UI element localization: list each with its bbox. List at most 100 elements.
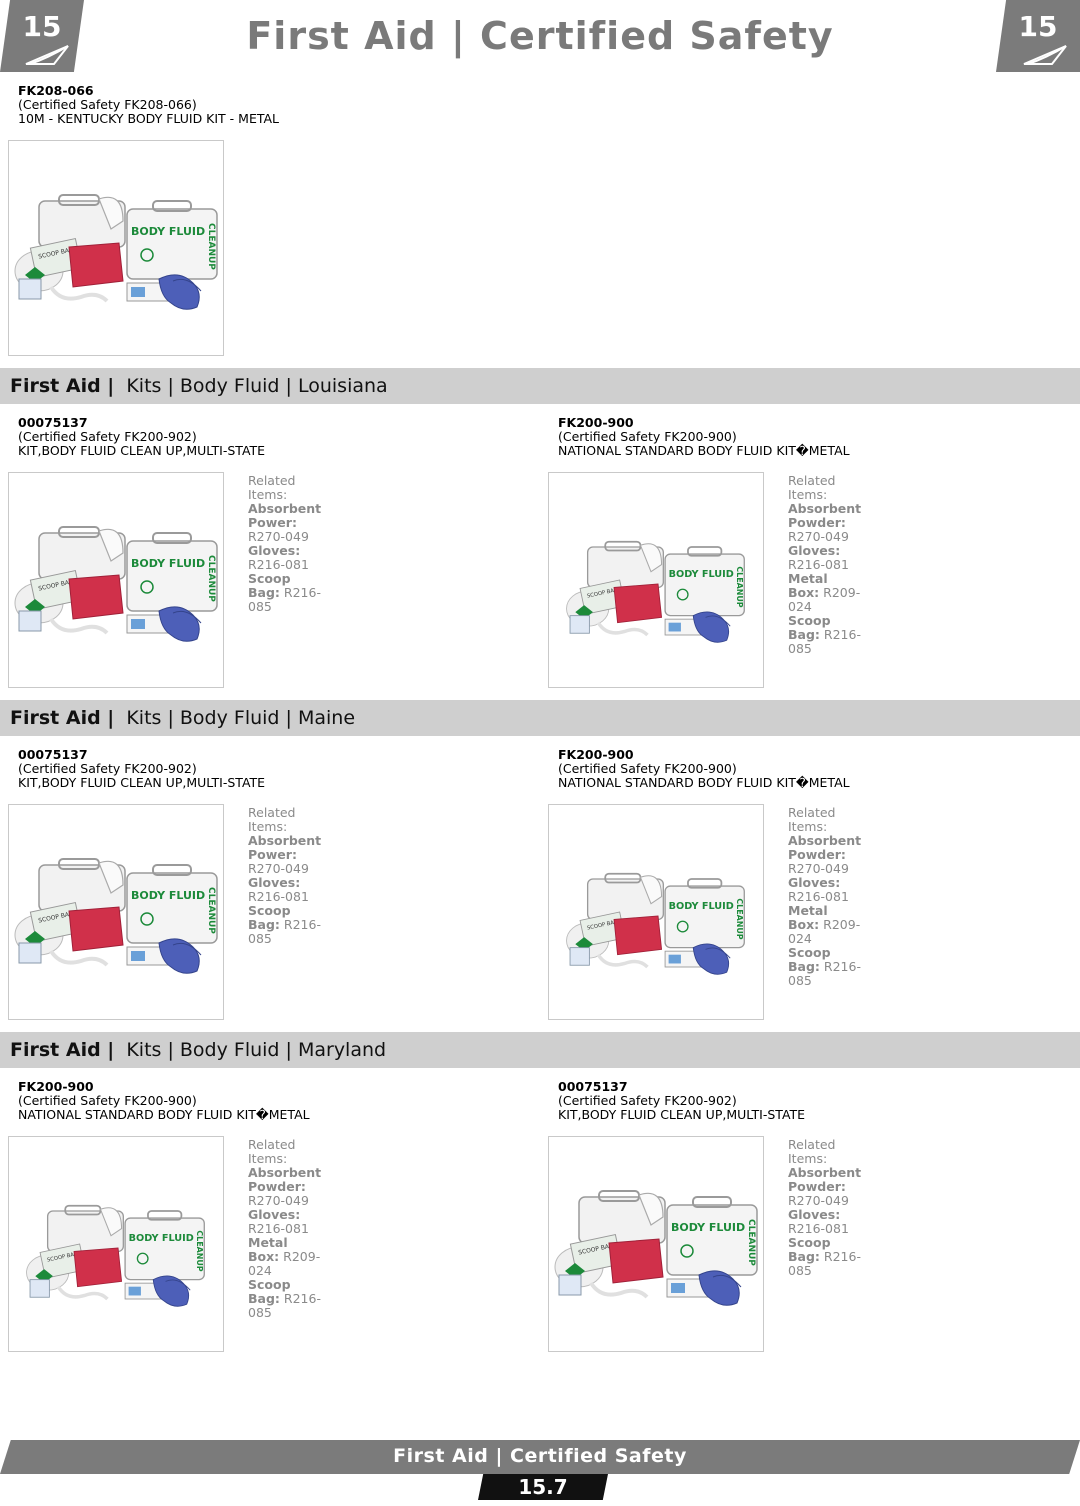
kit-case [126, 540, 218, 612]
related-items: Related Items: Absorbent Powder: R270-04… [788, 474, 861, 656]
product-reference: (Certified Safety FK200-902) [18, 761, 197, 776]
chapter-number-right: 15 [1018, 10, 1058, 43]
product-reference: (Certified Safety FK200-900) [18, 1093, 197, 1108]
svg-text:BODY FLUID: BODY FLUID [669, 901, 734, 912]
product-sku: FK200-900 [558, 747, 634, 762]
related-title: Related Items: [788, 805, 836, 834]
product-card: FK200-900 (Certified Safety FK200-900) N… [548, 415, 861, 688]
related-item[interactable]: Absorbent Powder: R270-049 [788, 1165, 862, 1208]
kit-gloves [698, 1270, 740, 1306]
product-description: NATIONAL STANDARD BODY FLUID KIT�METAL [18, 1107, 310, 1122]
svg-text:CLEANUP: CLEANUP [206, 223, 216, 270]
product-sku: 00075137 [18, 747, 88, 762]
related-item[interactable]: Metal Box: R209-024 [788, 903, 861, 946]
product-description: KIT,BODY FLUID CLEAN UP,MULTI-STATE [18, 775, 266, 790]
product-reference: (Certified Safety FK200-902) [558, 1093, 737, 1108]
section-header: First Aid | Kits | Body Fluid | Louisian… [0, 368, 1080, 404]
related-item[interactable]: Absorbent Power: R270-049 [248, 833, 322, 876]
svg-text:CLEANUP: CLEANUP [206, 555, 216, 602]
product-description: KIT,BODY FLUID CLEAN UP,MULTI-STATE [558, 1107, 806, 1122]
kit-red-bag [73, 1247, 123, 1288]
svg-text:CLEANUP: CLEANUP [206, 887, 216, 934]
svg-text:BODY FLUID: BODY FLUID [669, 569, 734, 580]
related-item[interactable]: Scoop Bag: R216-085 [248, 571, 321, 614]
related-items: Related Items: Absorbent Power: R270-049… [248, 806, 321, 946]
kit-case [664, 885, 745, 949]
related-item[interactable]: Scoop Bag: R216-085 [248, 903, 321, 946]
kit-red-bag [68, 242, 124, 288]
kit-red-bag [68, 906, 124, 952]
product-description: KIT,BODY FLUID CLEAN UP,MULTI-STATE [18, 443, 266, 458]
related-item[interactable]: Scoop Bag: R216-085 [788, 1235, 861, 1278]
related-item[interactable]: Gloves: R216-081 [788, 543, 849, 572]
product-reference: (Certified Safety FK208-066) [18, 97, 197, 112]
kit-red-bag [613, 583, 663, 624]
section-header: First Aid | Kits | Body Fluid | Maryland [0, 1032, 1080, 1068]
section-category: First Aid | [10, 1039, 115, 1061]
related-item[interactable]: Metal Box: R209-024 [788, 571, 861, 614]
kit-gloves [158, 606, 200, 642]
svg-text:BODY FLUID: BODY FLUID [131, 225, 205, 238]
svg-text:CLEANUP: CLEANUP [746, 1219, 756, 1266]
swoosh-icon [25, 45, 69, 65]
kit-gloves [692, 611, 730, 643]
svg-text:CLEANUP: CLEANUP [195, 1230, 204, 1271]
related-items: Related Items: Absorbent Powder: R270-04… [788, 1138, 861, 1278]
related-item[interactable]: Gloves: R216-081 [248, 543, 309, 572]
svg-text:BODY FLUID: BODY FLUID [131, 889, 205, 902]
chapter-number-left: 15 [22, 10, 62, 43]
section-path: Kits | Body Fluid | Maryland [114, 1039, 387, 1061]
page-number: 15.7 [478, 1474, 608, 1500]
product-card: FK200-900 (Certified Safety FK200-900) N… [8, 1079, 321, 1352]
section-header: First Aid | Kits | Body Fluid | Maine [0, 700, 1080, 736]
product-reference: (Certified Safety FK200-900) [558, 429, 737, 444]
related-items: Related Items: Absorbent Powder: R270-04… [788, 806, 861, 988]
svg-text:BODY FLUID: BODY FLUID [671, 1221, 745, 1234]
related-item[interactable]: Scoop Bag: R216-085 [788, 613, 861, 656]
product-description: NATIONAL STANDARD BODY FLUID KIT�METAL [558, 775, 850, 790]
svg-text:CLEANUP: CLEANUP [735, 898, 744, 939]
related-item[interactable]: Gloves: R216-081 [248, 1207, 309, 1236]
kit-case [126, 208, 218, 280]
kit-red-bag [68, 574, 124, 620]
related-item[interactable]: Gloves: R216-081 [788, 875, 849, 904]
product-sku: 00075137 [18, 415, 88, 430]
product-reference: (Certified Safety FK200-900) [558, 761, 737, 776]
section-category: First Aid | [10, 707, 115, 729]
product-description: NATIONAL STANDARD BODY FLUID KIT�METAL [558, 443, 850, 458]
related-item[interactable]: Absorbent Powder: R270-049 [788, 833, 862, 876]
related-title: Related Items: [248, 473, 296, 502]
related-item[interactable]: Absorbent Powder: R270-049 [248, 1165, 322, 1208]
product-sku: FK200-900 [18, 1079, 94, 1094]
product-sku: FK200-900 [558, 415, 634, 430]
section-path: Kits | Body Fluid | Louisiana [114, 375, 388, 397]
product-card: FK208-066 (Certified Safety FK208-066) 1… [8, 83, 280, 356]
product-card: 00075137 (Certified Safety FK200-902) KI… [548, 1080, 861, 1352]
product-description: 10M - KENTUCKY BODY FLUID KIT - METAL [18, 111, 280, 126]
svg-text:BODY FLUID: BODY FLUID [131, 557, 205, 570]
kit-gloves [158, 274, 200, 310]
kit-case [664, 553, 745, 617]
related-item[interactable]: Absorbent Powder: R270-049 [788, 501, 862, 544]
related-title: Related Items: [788, 473, 836, 502]
section-path: Kits | Body Fluid | Maine [114, 707, 356, 729]
product-reference: (Certified Safety FK200-902) [18, 429, 197, 444]
kit-gloves [158, 938, 200, 974]
related-title: Related Items: [788, 1137, 836, 1166]
product-sku: FK208-066 [18, 83, 94, 98]
related-item[interactable]: Gloves: R216-081 [788, 1207, 849, 1236]
related-item[interactable]: Absorbent Power: R270-049 [248, 501, 322, 544]
related-item[interactable]: Gloves: R216-081 [248, 875, 309, 904]
related-item[interactable]: Scoop Bag: R216-085 [248, 1277, 321, 1320]
related-item[interactable]: Metal Box: R209-024 [248, 1235, 321, 1278]
svg-text:CLEANUP: CLEANUP [735, 566, 744, 607]
chapter-tab-right: 15 [996, 0, 1080, 72]
related-item[interactable]: Scoop Bag: R216-085 [788, 945, 861, 988]
